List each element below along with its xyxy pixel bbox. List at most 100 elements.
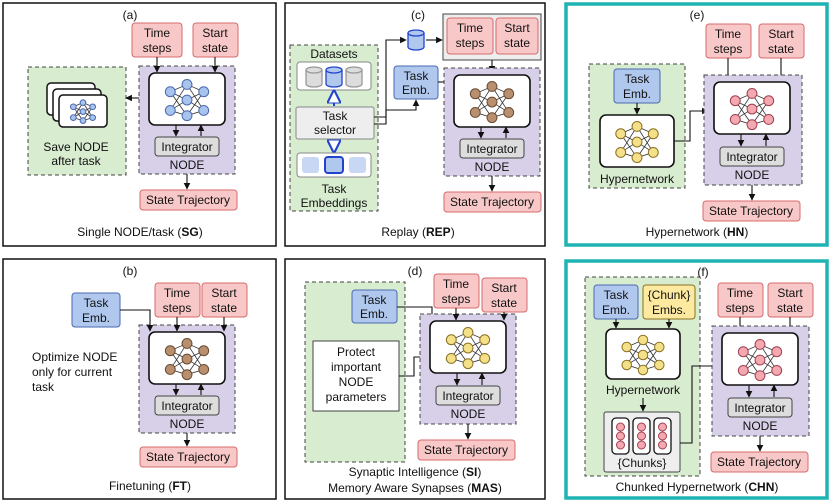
svg-text:Task: Task [323,109,349,123]
start-state-box: Start state [192,22,239,58]
start-state-box: Start state [481,277,528,313]
chunks-label: {Chunks} [618,456,667,470]
panel-d-caption-1: Synaptic Intelligence (SI) [349,465,482,479]
panel-d: (d) Task Emb. Protect important NODE par… [284,258,546,500]
svg-text:steps: steps [442,292,471,306]
state-trajectory-box: State Trajectory [139,189,238,211]
svg-text:Start: Start [777,286,803,300]
optimize-note-line2: only for current [32,365,113,379]
start-state-box: Start state [201,282,248,318]
replay-database-icon [407,29,425,51]
panel-b-caption: Finetuning (FT) [109,479,191,493]
svg-text:Time: Time [443,277,470,291]
svg-text:Task: Task [84,296,110,310]
svg-text:state: state [768,42,794,56]
panel-e-caption: Hypernetwork (HN) [646,225,749,239]
svg-text:State Trajectory: State Trajectory [146,450,230,464]
svg-text:State Trajectory: State Trajectory [717,455,801,469]
svg-text:steps: steps [163,301,192,315]
neural-network-icon [453,74,531,128]
stacked-networks-icon [46,82,108,128]
panel-a-letter: (a) [123,8,138,22]
chunk-embeddings-box: {Chunk} Embs. [642,284,696,320]
save-node-text: Save NODE [43,140,108,154]
after-task-text: after task [51,154,101,168]
time-steps-box: Time steps [131,22,183,58]
svg-text:parameters: parameters [326,390,387,404]
svg-text:State Trajectory: State Trajectory [450,195,534,209]
svg-text:state: state [491,296,517,310]
svg-text:NODE: NODE [339,375,374,389]
panel-a-caption: Single NODE/task (SG) [77,225,202,239]
state-trajectory-box: State Trajectory [417,439,516,461]
state-trajectory-box: State Trajectory [139,446,238,468]
svg-text:{Chunk}: {Chunk} [648,288,691,302]
panel-f-letter: (f) [697,265,708,279]
svg-text:Embs.: Embs. [652,303,686,317]
task-selector-box: Task selector [295,106,375,140]
node-label: NODE [170,417,205,431]
hypernetwork-icon [605,328,681,380]
svg-text:state: state [211,301,237,315]
svg-text:Time: Time [457,21,484,35]
integrator-box: Integrator [719,146,785,167]
time-steps-box: Time steps [446,17,494,55]
panel-a: (a) Time steps Start state Integrator NO… [2,2,277,247]
svg-text:Emb.: Emb. [602,303,630,317]
svg-text:Emb.: Emb. [360,307,388,321]
panel-c-letter: (c) [411,8,425,22]
svg-text:Task: Task [625,72,651,86]
svg-text:Task: Task [362,293,388,307]
start-state-box: Start state [495,17,539,55]
task-emb-box: Task Emb. [351,289,398,324]
neural-network-icon [721,332,799,386]
panel-d-caption-2: Memory Aware Synapses (MAS) [328,481,502,495]
hypernetwork-label: Hypernetwork [606,383,681,397]
node-label: NODE [170,158,205,172]
task-embeddings-label-1: Task [322,182,348,196]
svg-text:steps: steps [726,301,755,315]
hypernetwork-label: Hypernetwork [600,172,675,186]
task-emb-box: Task Emb. [613,68,661,104]
svg-text:Time: Time [164,286,191,300]
database-icon [325,66,343,88]
svg-text:State Trajectory: State Trajectory [709,204,793,218]
chunks-group [611,417,672,455]
panel-e-letter: (e) [690,8,705,22]
time-steps-box: Time steps [154,282,201,318]
datasets-label: Datasets [310,47,357,61]
panel-d-letter: (d) [408,264,423,278]
neural-network-icon [429,320,507,374]
protect-parameters-box: Protect important NODE parameters [312,340,400,412]
hypernetwork-icon [599,114,675,168]
start-state-box: Start state [758,23,805,59]
panel-e: (e) Time steps Start state Task Emb. Hyp… [564,2,829,247]
state-trajectory-box: State Trajectory [443,191,542,213]
integrator-box: Integrator [459,138,525,159]
optimize-note-line3: task [32,380,55,394]
svg-text:state: state [202,41,228,55]
svg-text:Time: Time [727,286,754,300]
svg-text:important: important [331,360,382,374]
svg-text:Task: Task [604,288,630,302]
svg-text:selector: selector [314,123,356,137]
svg-text:steps: steps [714,42,743,56]
svg-text:Integrator: Integrator [734,401,785,415]
svg-text:Time: Time [144,26,171,40]
svg-text:steps: steps [456,36,485,50]
panel-b-letter: (b) [123,264,138,278]
svg-text:Start: Start [768,27,794,41]
svg-text:Emb.: Emb. [402,83,430,97]
integrator-box: Integrator [154,395,220,416]
svg-text:state: state [504,36,530,50]
svg-text:Time: Time [715,27,742,41]
neural-network-icon [148,72,226,126]
integrator-box: Integrator [435,385,501,406]
svg-text:Integrator: Integrator [161,140,212,154]
svg-text:Task: Task [404,69,430,83]
panel-f-caption: Chunked Hypernetwork (CHN) [616,480,779,494]
task-emb-box: Task Emb. [593,284,639,320]
start-state-box: Start state [767,282,814,318]
svg-text:Integrator: Integrator [466,142,517,156]
svg-text:Emb.: Emb. [82,311,110,325]
